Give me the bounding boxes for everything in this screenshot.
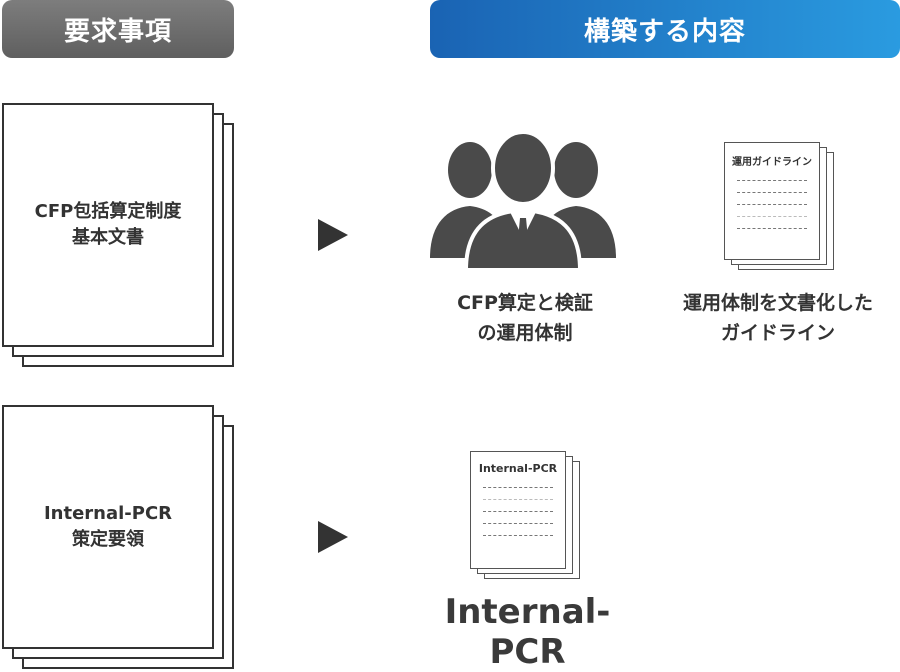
guideline-caption-line2: ガイドライン	[720, 322, 835, 344]
cfp-operations-caption: CFP算定と検証 の運用体制	[425, 288, 625, 348]
build-content-header-label: 構築する内容	[583, 16, 746, 47]
internal-pcr-doc-title: Internal-PCR	[478, 462, 558, 475]
guideline-caption: 運用体制を文書化した ガイドライン	[658, 288, 898, 348]
doc-line	[737, 180, 807, 181]
cfp-operations-caption-line2: の運用体制	[477, 322, 573, 344]
guideline-caption-line1: 運用体制を文書化した	[682, 292, 873, 314]
pcr-requirements-title-line1: Internal-PCR	[43, 503, 173, 524]
arrow-right-icon	[318, 521, 348, 553]
doc-line	[737, 216, 807, 217]
doc-line	[737, 204, 807, 205]
internal-pcr-label: Internal-PCR	[444, 592, 611, 672]
doc-line	[483, 523, 553, 524]
doc-line	[483, 511, 553, 512]
arrow-right-icon	[318, 219, 348, 251]
cfp-basic-title-line1: CFP包括算定制度	[34, 201, 182, 222]
requirements-header-label: 要求事項	[63, 16, 172, 47]
doc-line	[737, 192, 807, 193]
doc-page-front: 運用ガイドライン	[724, 142, 820, 260]
build-content-header: 構築する内容	[430, 0, 900, 58]
doc-line	[483, 499, 553, 500]
pcr-requirements-document: Internal-PCR 策定要領	[2, 405, 214, 649]
doc-page-front: Internal-PCR	[470, 451, 566, 569]
doc-line	[737, 228, 807, 229]
doc-line	[483, 535, 553, 536]
cfp-basic-document: CFP包括算定制度 基本文書	[2, 103, 214, 347]
cfp-operations-caption-line1: CFP算定と検証	[457, 292, 593, 314]
requirements-header: 要求事項	[2, 0, 234, 58]
cfp-basic-title-line2: 基本文書	[72, 227, 144, 248]
guideline-doc-title: 運用ガイドライン	[732, 157, 812, 168]
pcr-requirements-title-line2: 策定要領	[72, 529, 144, 550]
doc-line	[483, 487, 553, 488]
business-people-icon	[430, 130, 616, 270]
